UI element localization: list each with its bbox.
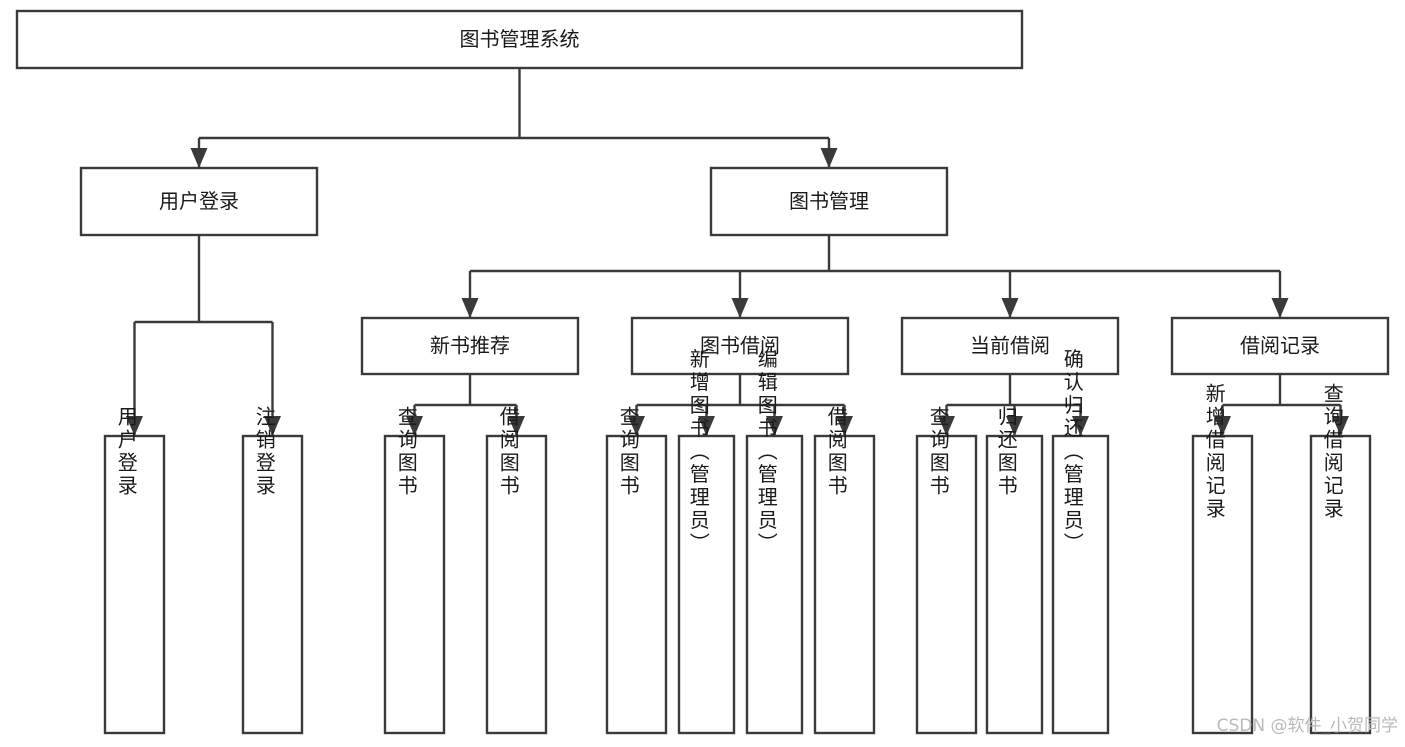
root-node[interactable]: 图书管理系统 xyxy=(15,9,1024,70)
level3-box[interactable] xyxy=(360,316,580,376)
level3-box[interactable] xyxy=(630,316,850,376)
leaf-box[interactable] xyxy=(915,434,978,735)
leaf-node[interactable]: 注销登录 xyxy=(241,406,304,735)
arrow-head-icon xyxy=(508,416,525,436)
level3-box[interactable] xyxy=(1170,316,1390,376)
level2-node[interactable]: 用户登录 xyxy=(79,166,319,237)
leaf-box[interactable] xyxy=(813,434,876,735)
level3-node[interactable]: 新书推荐 xyxy=(360,316,580,376)
leaf-box[interactable] xyxy=(1051,434,1110,735)
arrow-head-icon xyxy=(406,416,423,436)
leaf-label: 查询借阅记录 xyxy=(1320,383,1344,521)
leaf-node[interactable]: 查询图书 xyxy=(383,406,446,735)
arrow-head-icon xyxy=(938,416,955,436)
level3-node[interactable]: 借阅记录 xyxy=(1170,316,1390,376)
csdn-watermark: CSDN @软件_小贺同学 xyxy=(1217,716,1398,736)
leaf-node[interactable]: 借阅图书 xyxy=(813,406,876,735)
leaf-label: 借阅图书 xyxy=(496,406,520,498)
arrow-head-icon xyxy=(1214,416,1231,436)
level3-label: 新书推荐 xyxy=(430,334,510,358)
level3-node[interactable]: 当前借阅 xyxy=(900,316,1120,376)
leaf-box[interactable] xyxy=(677,434,736,735)
level3-label: 图书借阅 xyxy=(700,334,780,358)
leaf-box[interactable] xyxy=(383,434,446,735)
leaf-box[interactable] xyxy=(745,434,804,735)
root-label: 图书管理系统 xyxy=(460,27,580,51)
level2-node[interactable]: 图书管理 xyxy=(709,166,949,237)
leaf-node[interactable]: 确认归还（管理员） xyxy=(1051,348,1110,735)
leaf-node[interactable]: 用户登录 xyxy=(103,406,166,735)
arrow-head-icon xyxy=(766,416,783,436)
leaf-label: 借阅图书 xyxy=(824,406,848,498)
level2-box[interactable] xyxy=(79,166,319,237)
arrow-head-icon xyxy=(836,416,853,436)
level3-label: 当前借阅 xyxy=(970,334,1050,358)
arrow-head-icon xyxy=(126,416,143,436)
connector-layer xyxy=(126,68,1349,436)
leaf-node[interactable]: 归还图书 xyxy=(985,406,1044,735)
arrow-head-icon xyxy=(628,416,645,436)
leaf-label: 新增借阅记录 xyxy=(1202,383,1226,521)
leaf-node[interactable]: 查询图书 xyxy=(605,406,668,735)
arrow-head-icon xyxy=(698,416,715,436)
level2-label: 用户登录 xyxy=(159,189,239,213)
leaf-label: 查询图书 xyxy=(394,406,418,498)
arrow-head-icon xyxy=(264,416,281,436)
arrow-head-icon xyxy=(1271,298,1289,318)
leaf-node[interactable]: 查询图书 xyxy=(915,406,978,735)
level3-box[interactable] xyxy=(900,316,1120,376)
level2-label: 图书管理 xyxy=(789,189,869,213)
leaf-label: 查询图书 xyxy=(616,406,640,498)
leaf-label: 注销登录 xyxy=(252,406,276,498)
leaf-box[interactable] xyxy=(605,434,668,735)
leaf-label: 查询图书 xyxy=(926,406,950,498)
leaf-node[interactable]: 编辑图书（管理员） xyxy=(745,348,804,735)
leaf-box[interactable] xyxy=(1309,434,1372,735)
level3-label: 借阅记录 xyxy=(1240,334,1320,358)
arrow-head-icon xyxy=(820,148,838,168)
leaf-box[interactable] xyxy=(241,434,304,735)
arrow-head-icon xyxy=(1332,416,1349,436)
leaf-box[interactable] xyxy=(1191,434,1254,735)
level2-box[interactable] xyxy=(709,166,949,237)
arrow-head-icon xyxy=(731,298,749,318)
leaf-node[interactable]: 借阅图书 xyxy=(485,406,548,735)
leaf-box[interactable] xyxy=(985,434,1044,735)
leaf-node[interactable]: 新增借阅记录 xyxy=(1191,383,1254,735)
arrow-head-icon xyxy=(1072,416,1089,436)
root-box[interactable] xyxy=(15,9,1024,70)
leaf-label: 新增图书（管理员） xyxy=(686,348,710,555)
leaf-node[interactable]: 新增图书（管理员） xyxy=(677,348,736,735)
leaf-label: 归还图书 xyxy=(994,406,1018,498)
node-layer: 图书管理系统用户登录图书管理新书推荐图书借阅当前借阅借阅记录用户登录注销登录查询… xyxy=(15,9,1390,735)
leaf-label: 确认归还（管理员） xyxy=(1060,348,1084,555)
leaf-box[interactable] xyxy=(103,434,166,735)
level3-node[interactable]: 图书借阅 xyxy=(630,316,850,376)
leaf-node[interactable]: 查询借阅记录 xyxy=(1309,383,1372,735)
arrow-head-icon xyxy=(190,148,208,168)
leaf-label: 编辑图书（管理员） xyxy=(754,348,778,555)
arrow-head-icon xyxy=(461,298,479,318)
leaf-box[interactable] xyxy=(485,434,548,735)
arrow-head-icon xyxy=(1006,416,1023,436)
arrow-head-icon xyxy=(1001,298,1019,318)
leaf-label: 用户登录 xyxy=(114,406,138,498)
